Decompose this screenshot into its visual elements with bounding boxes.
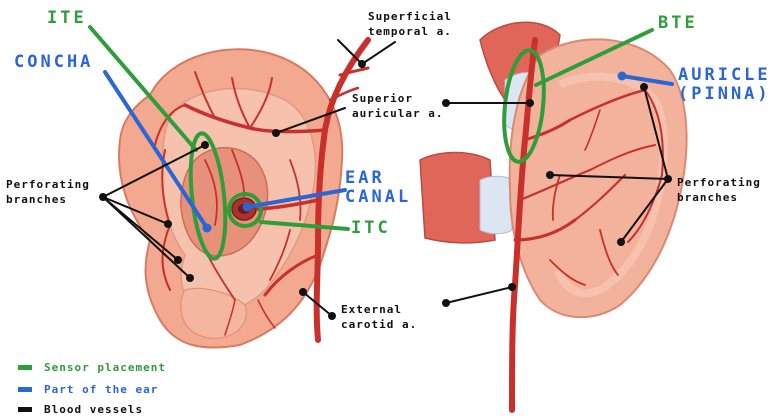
label-external-carotid-artery: External carotid a. [341,303,418,331]
left-lobe [180,287,247,339]
legend-item-sensor-placement: Sensor placement [18,360,166,374]
label-itc: ITC [351,218,391,238]
right-muscle-left [419,151,496,244]
label-superior-auricular-artery: Superior auricular a. [352,92,444,120]
legend-swatch-green [18,364,32,370]
label-perforating-branches-left: Perforating branches [6,178,90,206]
legend-swatch-black [18,406,32,412]
label-auricle-pinna: AURICLE (PINNA) [678,65,771,104]
right-external-carotid-artery [509,37,538,413]
left-ear [118,48,344,349]
legend-label-sensor-placement: Sensor placement [44,360,166,374]
legend-item-blood-vessels: Blood vessels [18,402,143,416]
itc-sensor-outline [227,192,263,228]
legend-label-part-of-ear: Part of the ear [44,382,159,396]
legend-item-part-of-ear: Part of the ear [18,382,158,396]
label-ear-canal: EAR CANAL [345,168,412,207]
bte-sensor-outline [502,48,546,164]
legend-swatch-blue [18,386,32,392]
right-tendon-left [479,175,513,235]
legend-label-blood-vessels: Blood vessels [44,402,144,416]
right-auricle-highlight [554,72,668,298]
label-concha: CONCHA [14,52,94,72]
ite-sensor-outline [188,131,228,261]
right-arteries [509,37,664,413]
label-ite: ITE [47,8,87,28]
leader-lines [88,25,674,317]
label-superficial-temporal-artery: Superficial temporal a. [368,10,452,38]
label-perforating-branches-right: Perforating branches [677,176,761,204]
label-bte: BTE [658,13,698,33]
left-superficial-temporal-artery [313,37,371,343]
leader-dots [99,60,672,320]
right-ear [419,21,688,319]
